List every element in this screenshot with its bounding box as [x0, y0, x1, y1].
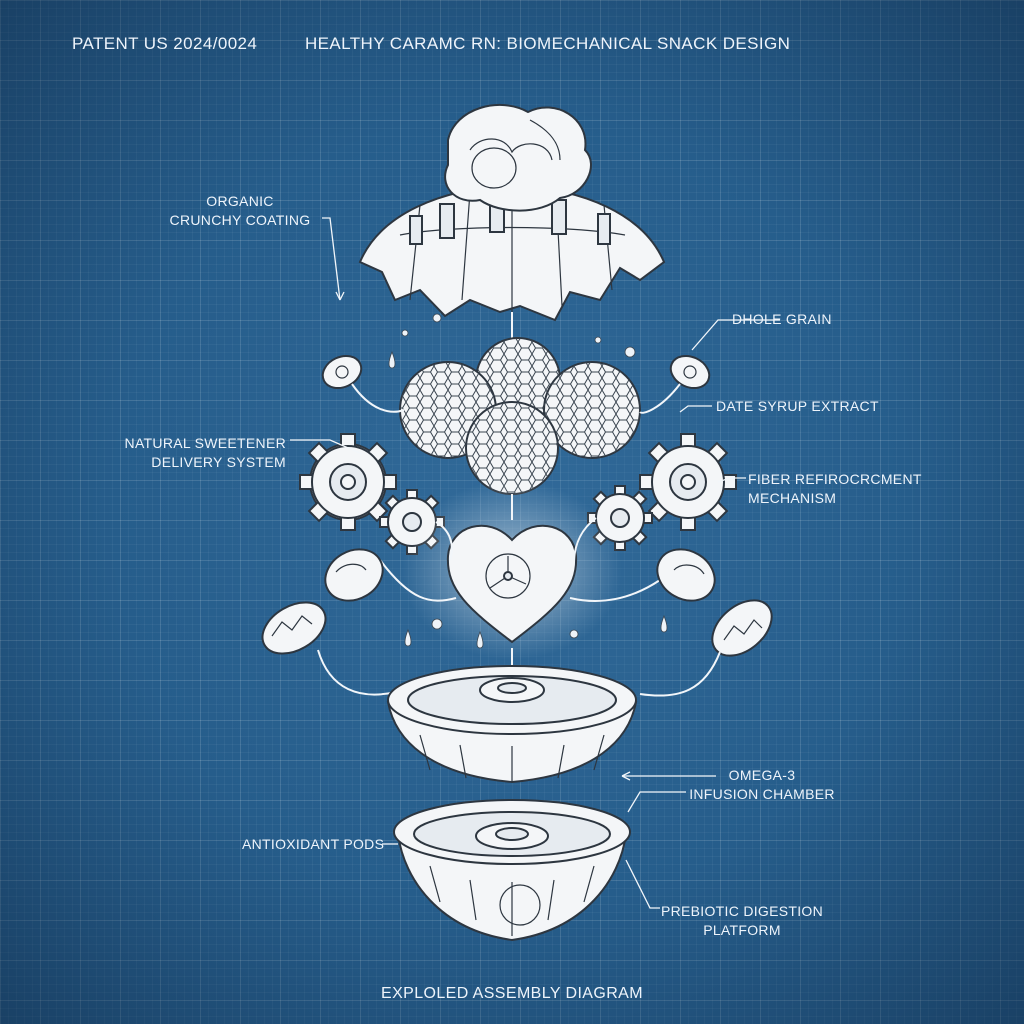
capsule-pods [261, 599, 773, 697]
label-line: MECHANISM [748, 490, 837, 506]
omega3-infusion-chamber [386, 648, 638, 784]
prebiotic-digestion-platform [393, 799, 631, 942]
label-antioxidant-pods: ANTIOXIDANT PODS [242, 836, 385, 852]
label-line: INFUSION CHAMBER [689, 786, 835, 802]
leader-lines [290, 217, 780, 909]
droplets [388, 313, 668, 649]
page-title: HEALTHY CARAMC RN: BIOMECHANICAL SNACK D… [305, 34, 791, 53]
antioxidant-pod-pair [324, 548, 716, 602]
organic-crunchy-coating-dome [358, 184, 666, 322]
popcorn-kernel [444, 103, 592, 212]
label-line: CRUNCHY COATING [169, 212, 311, 228]
patent-number: PATENT US 2024/0024 [72, 34, 258, 53]
label-fiber-reinforcement: FIBER REFIROCRCMENT MECHANISM [748, 470, 922, 508]
label-line: DELIVERY SYSTEM [151, 454, 286, 470]
hexagon-sphere-cluster [399, 337, 641, 495]
label-natural-sweetener: NATURAL SWEETENER DELIVERY SYSTEM [100, 434, 286, 472]
label-omega3: OMEGA-3 INFUSION CHAMBER [680, 766, 844, 804]
label-line: ORGANIC [206, 193, 274, 209]
label-line: PLATFORM [703, 922, 781, 938]
label-organic-coating: ORGANIC CRUNCHY COATING [160, 192, 320, 230]
label-line: PREBIOTIC DIGESTION [660, 903, 824, 919]
label-line: NATURAL SWEETENER [124, 435, 286, 451]
whole-grain-sensor-pods [321, 354, 711, 414]
label-whole-grain: DHOLE GRAIN [732, 311, 832, 327]
label-prebiotic: PREBIOTIC DIGESTION PLATFORM [660, 902, 824, 940]
label-line: OMEGA-3 [728, 767, 796, 783]
diagram-caption: EXPLOLED ASSEMBLY DIAGRAM [381, 985, 643, 1002]
label-date-syrup: DATE SYRUP EXTRACT [716, 398, 879, 414]
heart-fan-icon [402, 480, 622, 660]
label-line: FIBER REFIROCRCMENT [748, 471, 922, 487]
